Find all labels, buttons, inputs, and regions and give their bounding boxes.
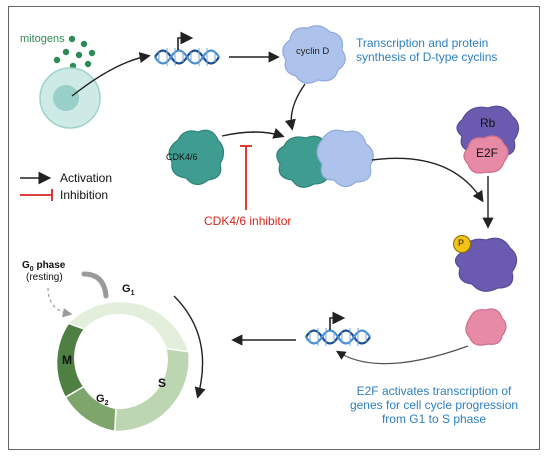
g2-phase-label: G2 xyxy=(96,393,108,407)
cycle-direction-arrow xyxy=(173,295,206,399)
e2f-note-line-3: from G1 to S phase xyxy=(381,412,487,426)
phospho-rb xyxy=(453,235,518,292)
cell-cycle-ring xyxy=(55,300,190,433)
e2f-note-line-1: E2F activates transcription of xyxy=(356,384,512,398)
legend-inhibition-label: Inhibition xyxy=(60,188,109,202)
g0-suffix: phase xyxy=(33,260,66,271)
arrow-cdk-to-complex xyxy=(221,128,285,139)
g1-letter: G xyxy=(122,283,131,295)
g0-subscript: 0 xyxy=(29,266,34,273)
cell-icon xyxy=(39,67,101,129)
g0-phase-label: G0 phase xyxy=(22,260,65,273)
s-phase-label: S xyxy=(158,376,167,390)
resting-label: (resting) xyxy=(26,272,63,283)
arrow-e2f-to-dna xyxy=(335,345,469,365)
free-e2f xyxy=(465,308,507,346)
e2f-label: E2F xyxy=(476,146,499,160)
g2-letter: G xyxy=(96,393,105,405)
phosphate-label: P xyxy=(458,238,465,248)
g1-phase-label: G1 xyxy=(122,283,134,297)
rb-e2f-complex xyxy=(456,105,520,174)
figure-border xyxy=(8,6,540,450)
dna-icon-top xyxy=(154,31,220,66)
g2-subscript: 2 xyxy=(104,400,109,408)
inhibition-symbol xyxy=(240,145,252,210)
cdk46-inhibitor-label: CDK4/6 inhibitor xyxy=(204,214,292,228)
rb-label: Rb xyxy=(480,116,496,130)
s-segment xyxy=(114,347,190,433)
g0-letter: G xyxy=(22,260,30,271)
legend-symbols xyxy=(20,171,53,201)
mitogens-label: mitogens xyxy=(20,33,65,45)
g1-subscript: 1 xyxy=(130,290,135,298)
g0-exit-arrow xyxy=(81,271,109,299)
cyclin-transcription-note: Transcription and protein synthesis of D… xyxy=(356,36,497,64)
cyclin-note-line-1: Transcription and protein xyxy=(356,36,489,50)
g1-segment xyxy=(67,300,190,353)
g0-entry-arrow xyxy=(47,287,73,318)
m-phase-label: M xyxy=(62,353,72,367)
cyclin-d-protein xyxy=(282,25,346,84)
e2f-note-line-2: genes for cell cycle progression xyxy=(349,398,519,412)
cdk46-protein xyxy=(168,129,225,186)
cdk-cyclin-complex xyxy=(276,129,374,188)
arrow-complex-to-rb xyxy=(371,157,484,203)
legend-activation-label: Activation xyxy=(60,171,113,185)
dna-icon-bottom xyxy=(305,311,371,346)
e2f-transcription-note: E2F activates transcription of genes for… xyxy=(331,384,537,426)
arrow-cyclin-to-complex xyxy=(284,83,306,131)
cyclin-d-label: cyclin D xyxy=(296,46,330,57)
m-segment xyxy=(55,322,86,399)
arrow-cell-to-dna xyxy=(71,51,151,97)
cdk46-label: CDK4/6 xyxy=(166,152,198,162)
cyclin-note-line-2: synthesis of D-type cyclins xyxy=(356,50,498,64)
